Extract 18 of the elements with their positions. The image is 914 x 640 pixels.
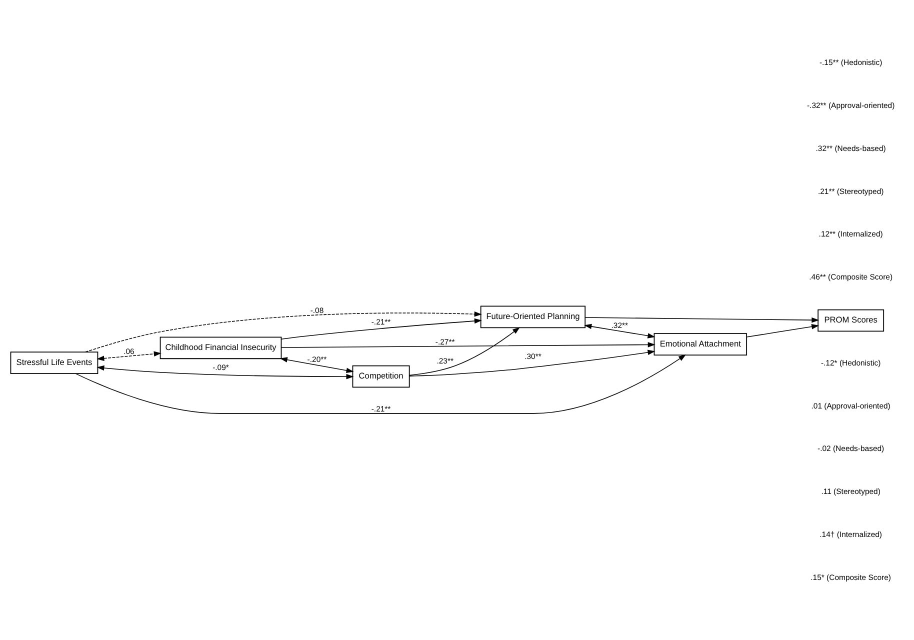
node-box: Future-Oriented Planning [480, 305, 586, 328]
arrow [280, 318, 482, 340]
arrow [96, 350, 162, 360]
arrow [281, 342, 656, 348]
arrow [584, 323, 656, 338]
arrow [409, 326, 520, 376]
node-box: Childhood Financial Insecurity [160, 336, 282, 359]
arrow [584, 316, 820, 322]
arrow [75, 354, 686, 414]
arrow [280, 356, 354, 372]
arrow [409, 349, 656, 376]
node-box: PROM Scores [818, 308, 884, 332]
node-box: Emotional Attachment [654, 332, 748, 355]
node-box: Stressful Life Events [10, 351, 98, 374]
arrow [746, 324, 820, 337]
node-box: Competition [352, 364, 410, 388]
arrow [84, 310, 482, 352]
arrow [96, 364, 354, 379]
